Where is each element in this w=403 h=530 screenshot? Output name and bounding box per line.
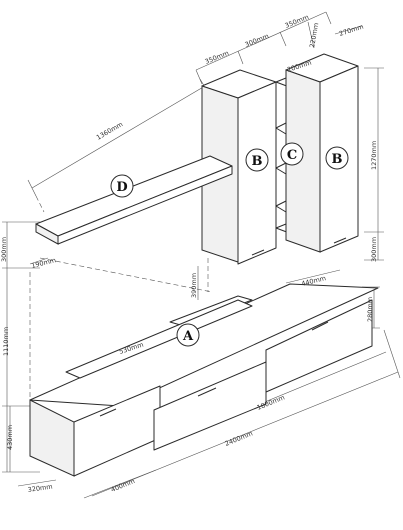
dim-wall-height: 1110mm	[2, 327, 10, 356]
a-left-depth-dimension-line	[17, 479, 57, 487]
dim-a-left-depth: 320mm	[27, 483, 53, 494]
dim-shelf-length: 1360mm	[95, 120, 124, 142]
top-width-dimension-line	[195, 11, 327, 71]
badge-a-label: A	[182, 329, 194, 344]
tv-stand-a	[29, 283, 379, 477]
dim-b-depth: 220mm	[308, 22, 320, 48]
dim-a-right-height: 280mm	[366, 297, 374, 322]
shelf-depth-dimension-line	[29, 257, 49, 265]
dim-a-total-width: 2400mm	[224, 429, 254, 447]
badge-b-left: B	[245, 148, 269, 172]
handle-icon	[197, 387, 217, 397]
dim-shelf-height: 300mm	[0, 237, 8, 262]
handle-icon	[333, 237, 347, 244]
handle-icon	[251, 249, 265, 256]
dim-b-width-left: 350mm	[204, 49, 230, 66]
badge-c: C	[280, 142, 304, 166]
badge-b-right: B	[325, 146, 349, 170]
dim-a-middle-depth: 400mm	[110, 477, 136, 494]
badge-d-label: D	[116, 180, 127, 195]
dim-b-height: 1270mm	[370, 141, 378, 170]
handle-icon	[99, 408, 117, 417]
badge-a: A	[176, 323, 200, 347]
dim-c-depth: 270mm	[338, 23, 364, 38]
badge-c-label: C	[287, 148, 297, 163]
c-depth-dimension-line	[334, 25, 363, 35]
a-top-depth-dimension-line	[285, 269, 341, 284]
b-depth-dimension-line	[307, 21, 315, 49]
a-middle-depth-dimension-line	[83, 469, 157, 499]
handle-icon	[311, 321, 329, 331]
shelf-length-dimension-line	[31, 85, 206, 189]
badge-d: D	[110, 174, 134, 198]
dim-shelf-depth: 190mm	[31, 256, 57, 270]
badge-b-left-label: B	[252, 154, 263, 169]
dim-gap-above-a: 390mm	[190, 273, 198, 298]
dim-c-width: 300mm	[244, 32, 270, 49]
badge-b-right-label: B	[332, 152, 343, 167]
dim-a-left-height: 430mm	[6, 425, 14, 450]
dim-b-bottom-gap: 300mm	[370, 237, 378, 262]
dim-b-width-right: 350mm	[284, 13, 310, 30]
wall-shelf-d	[35, 155, 233, 245]
